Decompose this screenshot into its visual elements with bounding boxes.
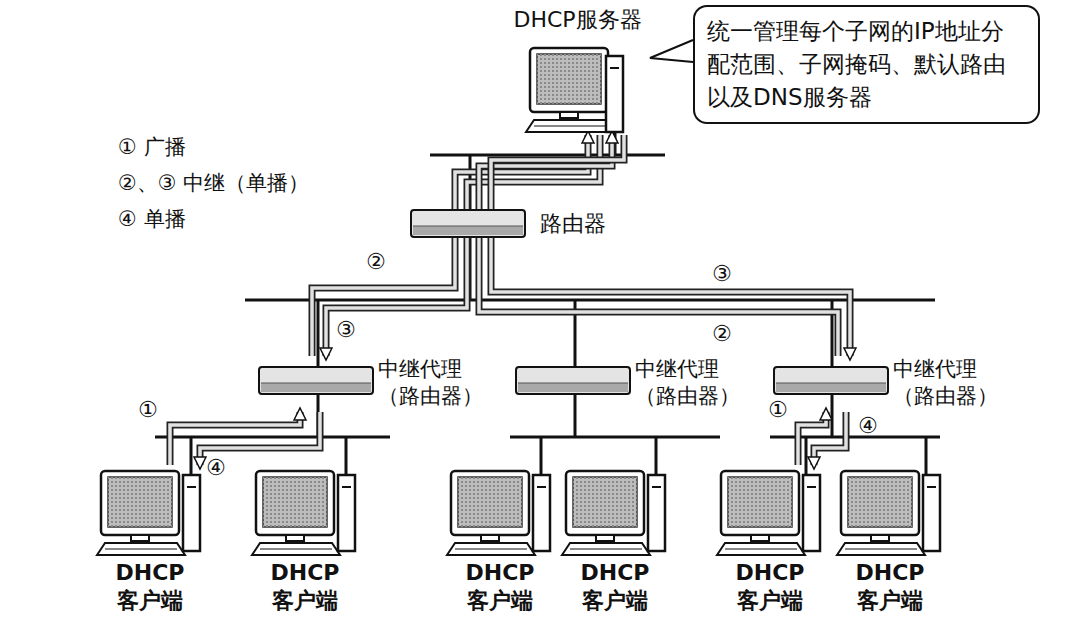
message-path [491, 135, 850, 356]
callout-number: ③ [336, 318, 356, 342]
callout-number: ③ [712, 262, 732, 286]
message-path [170, 412, 300, 465]
legend-entry: ④ 单播 [118, 206, 186, 232]
node-label: DHCP 客户端 [250, 559, 360, 615]
network-wire [805, 437, 808, 478]
node-label: DHCP 客户端 [835, 559, 945, 615]
callout-box: 统一管理每个子网的IP地址分配范围、子网掩码、默认路由以及DNS服务器 [693, 5, 1040, 124]
callout-number: ① [138, 398, 158, 422]
client-node: DHCP 客户端 [835, 465, 945, 617]
relay-agent: 中继代理 （路由器） [773, 356, 1018, 412]
legend-entry: ① 广播 [118, 134, 186, 160]
legend-entry: ②、③ 中继（单播） [118, 170, 309, 196]
network-bus [430, 154, 665, 157]
callout-number: ① [768, 398, 788, 422]
node-label: 路由器 [540, 211, 606, 237]
server-node: DHCP服务器 [508, 6, 647, 135]
node-label: 中继代理 （路由器） [635, 356, 751, 410]
relay-agent: 中继代理 （路由器） [515, 356, 760, 412]
callout-number: ② [366, 250, 386, 274]
message-path [814, 412, 846, 465]
node-label: 统一管理每个子网的IP地址分配范围、子网掩码、默认路由以及DNS服务器 [707, 15, 1025, 114]
client-node: DHCP 客户端 [560, 465, 670, 617]
node-label: DHCP 客户端 [95, 559, 205, 615]
client-node: DHCP 客户端 [715, 465, 825, 617]
callout-number: ② [712, 322, 732, 346]
network-wire [540, 437, 543, 478]
client-node: DHCP 客户端 [445, 465, 555, 617]
network-wire [925, 437, 928, 478]
callout-tail [650, 40, 693, 62]
network-wire [190, 437, 193, 478]
network-wire [345, 437, 348, 478]
network-wire [831, 394, 834, 437]
client-node: DHCP 客户端 [250, 465, 360, 617]
client-node: DHCP 客户端 [95, 465, 205, 617]
network-wire [655, 437, 658, 478]
callout-number: ④ [858, 414, 878, 438]
node-label: DHCP 客户端 [445, 559, 555, 615]
network-wire [317, 300, 320, 368]
router-node: 路由器 [410, 209, 640, 241]
callout-number: ④ [206, 456, 226, 480]
node-label: DHCP 客户端 [715, 559, 825, 615]
message-path [479, 135, 838, 356]
node-label: 中继代理 （路由器） [378, 356, 494, 410]
network-wire [574, 394, 577, 437]
node-label: DHCP 客户端 [560, 559, 670, 615]
relay-agent: 中继代理 （路由器） [258, 356, 503, 412]
node-label: DHCP服务器 [508, 6, 647, 34]
node-label: 中继代理 （路由器） [893, 356, 1009, 410]
